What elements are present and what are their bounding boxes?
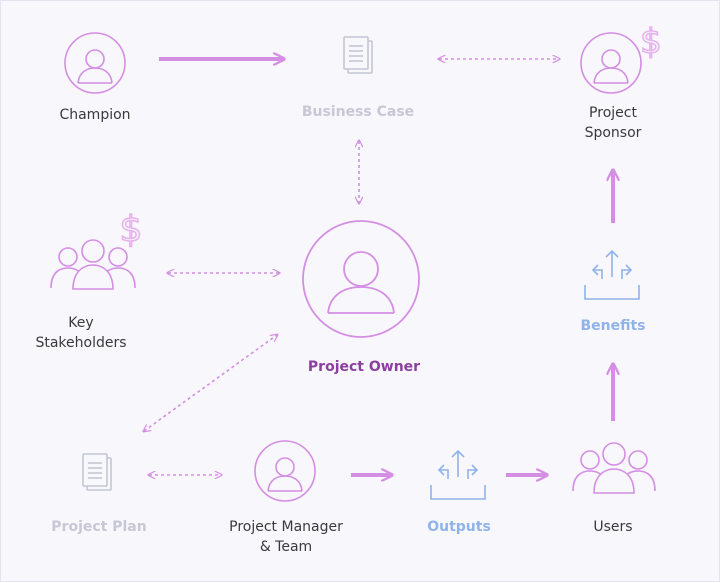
champion-label: Champion [59,107,131,123]
person-with-dollar-icon: $ [580,21,663,94]
svg-text:$: $ [640,22,662,62]
document-icon [82,453,112,491]
group-with-dollar-icon: $ [50,208,143,290]
key-stakeholders-label-line-1: Key [68,315,94,331]
outputs-label: Outputs [427,519,491,535]
business-case-label: Business Case [301,104,415,120]
person-icon [64,32,126,94]
project-manager-label: Project Manager & Team [211,517,361,557]
svg-text:$: $ [120,209,143,250]
users-label: Users [593,519,633,535]
benefits-label: Benefits [580,318,646,334]
person-icon [254,440,316,502]
project-sponsor-label-line-2: Sponsor [584,125,642,141]
branching-arrows-icon [430,449,486,500]
branching-arrows-icon [584,249,640,300]
project-sponsor-label-line-1: Project [589,105,637,121]
key-stakeholders-label: Key Stakeholders [21,313,141,353]
project-plan-label: Project Plan [51,519,147,535]
document-icon [343,36,373,74]
person-icon [302,220,420,338]
group-icon [572,442,656,494]
dotted-arrow-plan-owner [144,335,277,431]
project-sponsor-label: Project Sponsor [553,103,673,143]
key-stakeholders-label-line-2: Stakeholders [35,335,127,351]
project-owner-label: Project Owner [307,359,421,375]
project-manager-label-line-1: Project Manager [229,519,343,535]
project-manager-label-line-2: & Team [259,539,313,555]
